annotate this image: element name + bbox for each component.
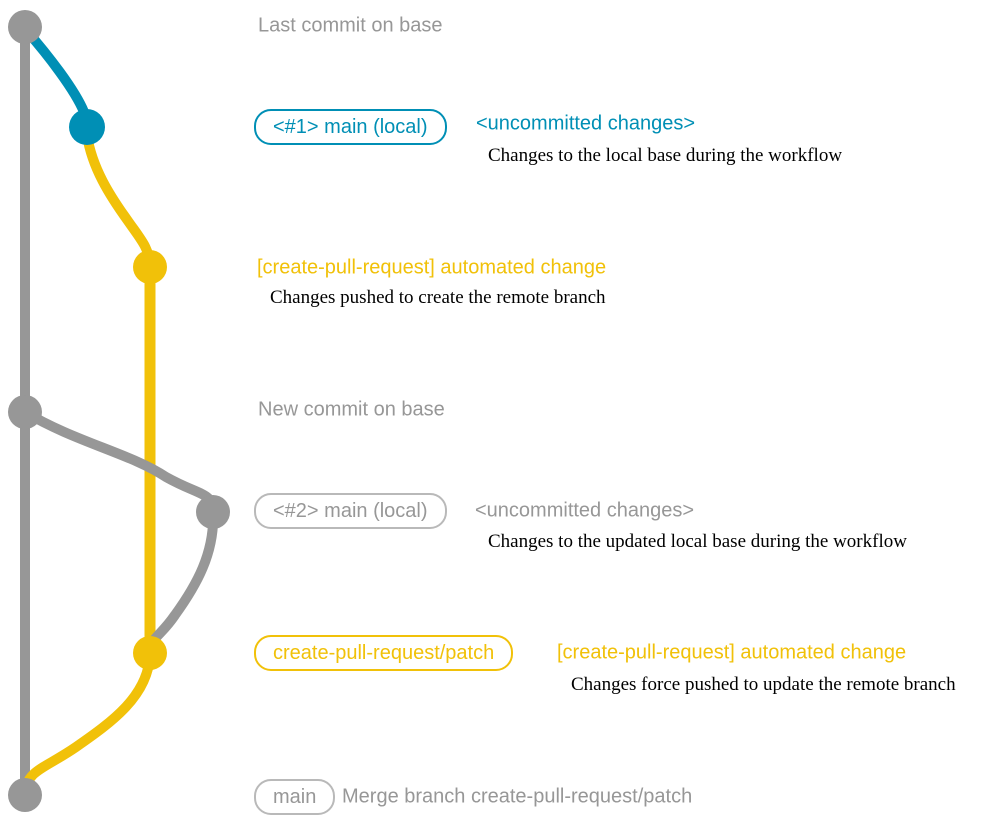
commit-dot-main-local-2: [196, 495, 230, 529]
branch-label-main-local-1: <#1> main (local): [254, 109, 447, 145]
branch-label-pr-patch: create-pull-request/patch: [254, 635, 514, 671]
commit-dot-new-base: [8, 395, 42, 429]
commit-dot-main-local-1: [69, 109, 105, 145]
commit-message-automated-2: [create-pull-request] automated change: [557, 641, 907, 664]
branch-label-main: main: [254, 779, 336, 815]
commit-message-uncommitted-1: <uncommitted changes>: [476, 112, 696, 135]
note-updated-local-base-changes: Changes to the updated local base during…: [488, 531, 907, 552]
branch-label-main-local-2: <#2> main (local): [254, 493, 447, 529]
pr-merge-line: [20, 654, 155, 794]
commit-dot-last-base: [8, 10, 42, 44]
note-force-pushed-update-remote: Changes force pushed to update the remot…: [571, 674, 956, 695]
rebase-line: [145, 511, 219, 653]
commit-dot-automated-1: [133, 250, 167, 284]
base-update-line: [22, 407, 218, 513]
commit-message-uncommitted-2: <uncommitted changes>: [475, 499, 695, 522]
pr-branch-curve-line: [82, 134, 155, 267]
commit-message-merge: Merge branch create-pull-request/patch: [342, 785, 693, 808]
label-last-commit-on-base: Last commit on base: [258, 14, 443, 37]
label-new-commit-on-base: New commit on base: [258, 398, 445, 421]
commit-message-automated-1: [create-pull-request] automated change: [257, 256, 607, 279]
commit-dot-merge: [8, 778, 42, 812]
commit-dot-automated-2: [133, 636, 167, 670]
commit-graph: [8, 10, 230, 812]
note-local-base-changes: Changes to the local base during the wor…: [488, 145, 843, 166]
note-pushed-create-remote: Changes pushed to create the remote bran…: [270, 287, 606, 308]
